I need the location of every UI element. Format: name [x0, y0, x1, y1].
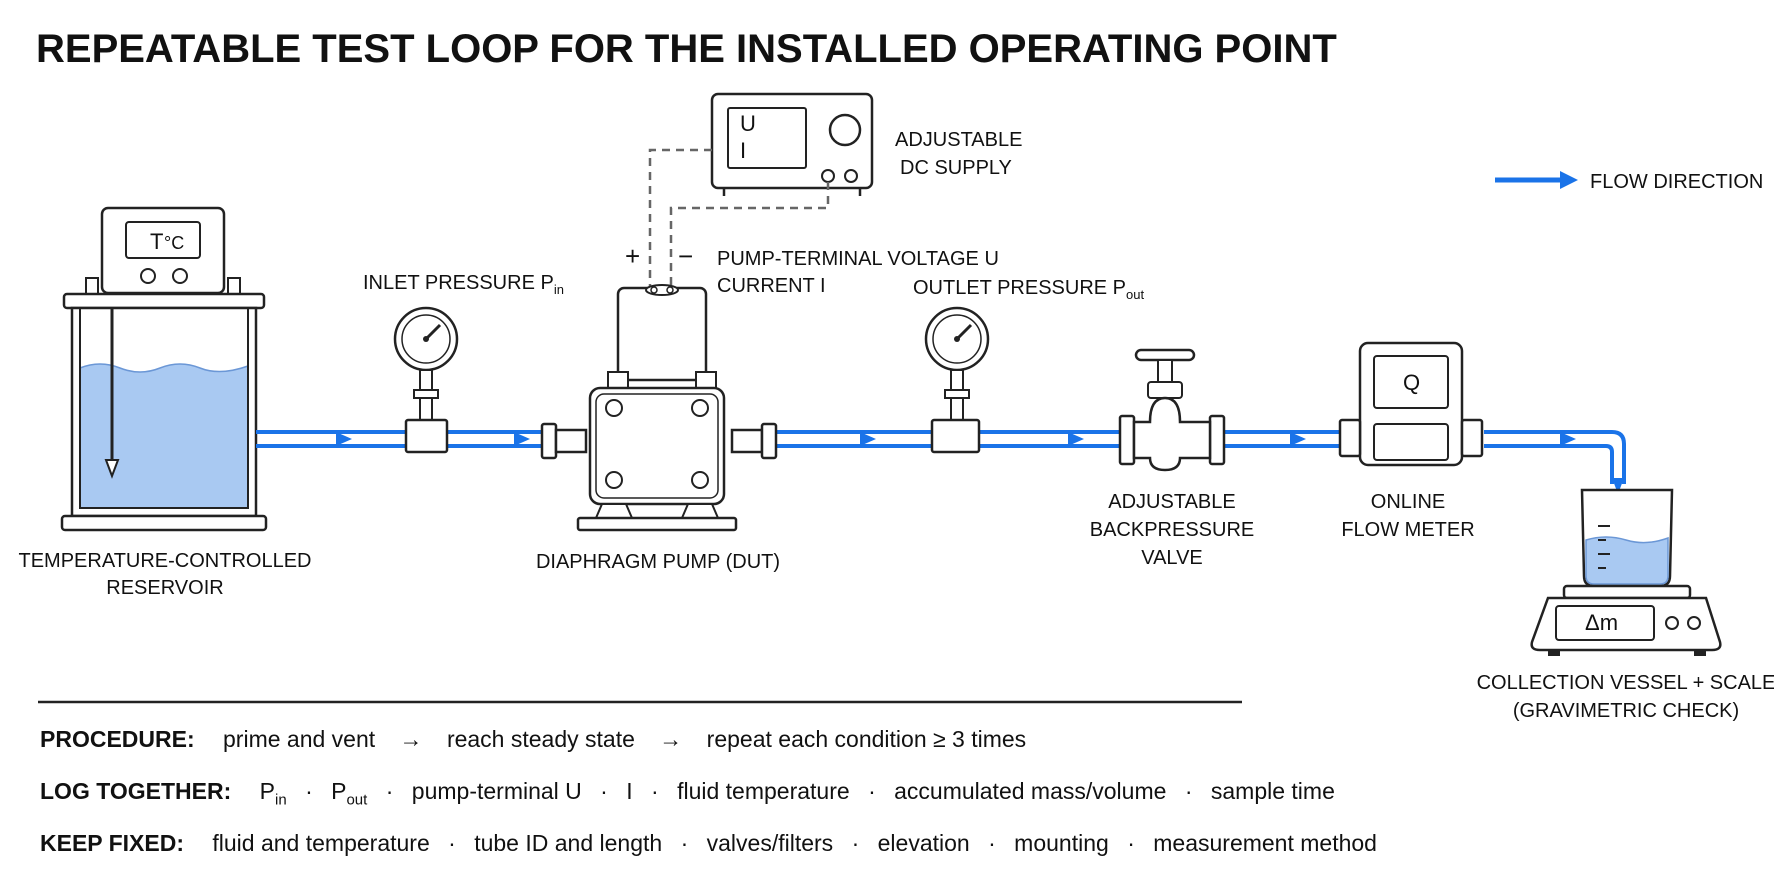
- online-flow-meter: Q ONLINE FLOW METER: [1338, 341, 1484, 541]
- pump-label: DIAPHRAGM PUMP (DUT): [536, 551, 780, 573]
- terminal-minus: −: [678, 241, 693, 271]
- log-item: accumulated mass/volume: [894, 778, 1167, 804]
- scale-label-line2: (GRAVIMETRIC CHECK): [1513, 700, 1739, 722]
- arrow-right-icon: →: [659, 726, 683, 752]
- reservoir-label-line1: TEMPERATURE-CONTROLLED: [19, 550, 312, 572]
- gauge-needle-icon: [424, 323, 442, 341]
- flow-direction-legend: FLOW DIRECTION: [1495, 171, 1763, 193]
- valve-label-line3: VALVE: [1141, 547, 1203, 569]
- supply-label-line2: DC SUPPLY: [900, 157, 1012, 179]
- terminals-label-line2: CURRENT I: [717, 275, 826, 297]
- fixed-item: tube ID and length: [474, 830, 663, 856]
- supply-display-i: I: [740, 138, 746, 163]
- gauge-needle-icon: [955, 323, 973, 341]
- knob-icon: [1687, 616, 1701, 630]
- separator: ·: [385, 778, 394, 804]
- fixed-item: fluid and temperature: [212, 830, 430, 856]
- inlet-pressure-gauge: INLET PRESSURE Pin: [363, 272, 564, 454]
- arrow-right-icon: [1560, 171, 1578, 189]
- terminal-post-icon: [844, 169, 858, 183]
- separator: ·: [651, 778, 659, 804]
- procedure-step: reach steady state: [446, 726, 635, 752]
- flow-arrow-icon: [514, 432, 530, 446]
- backpressure-valve: ADJUSTABLE BACKPRESSURE VALVE: [1090, 348, 1255, 569]
- supply-display-u: U: [740, 111, 756, 136]
- arrow-right-icon: →: [399, 726, 423, 752]
- knob-icon: [172, 268, 188, 284]
- separator: ·: [851, 830, 860, 856]
- separator: ·: [305, 778, 313, 804]
- flowmeter-label-line2: FLOW METER: [1341, 519, 1474, 541]
- reservoir-label-line2: RESERVOIR: [106, 577, 223, 599]
- flow-arrow-icon: [1560, 432, 1576, 446]
- terminal-post-icon: [821, 169, 835, 183]
- reservoir-display-unit: °C: [164, 233, 184, 253]
- collection-vessel-scale: Δm COLLECTION VESSEL + SCALE (GRAVIMETRI…: [1477, 488, 1774, 722]
- fixed-item: measurement method: [1153, 830, 1377, 856]
- legend-label: FLOW DIRECTION: [1590, 171, 1763, 193]
- log-together-heading: LOG TOGETHER:: [40, 778, 232, 804]
- knob-icon: [1665, 616, 1679, 630]
- log-item: pump-terminal U: [411, 778, 582, 804]
- outlet-gauge-label: OUTLET PRESSURE Pout: [913, 277, 1144, 302]
- keep-fixed-row: KEEP FIXED: fluid and temperature · tube…: [40, 830, 1381, 857]
- separator: ·: [868, 778, 876, 804]
- log-item: fluid temperature: [677, 778, 850, 804]
- procedure-heading: PROCEDURE:: [40, 726, 195, 752]
- flow-pipes: [256, 430, 1626, 484]
- flow-arrow-icon: [860, 432, 876, 446]
- temperature-controlled-reservoir: T °C TEMPERATURE-CONTROLLED RESERVOIR: [19, 206, 312, 599]
- separator: ·: [680, 830, 689, 856]
- terminals-label-line1: PUMP-TERMINAL VOLTAGE U: [717, 248, 999, 270]
- flowmeter-label-line1: ONLINE: [1371, 491, 1445, 513]
- supply-label-line1: ADJUSTABLE: [895, 129, 1022, 151]
- valve-label-line1: ADJUSTABLE: [1108, 491, 1235, 513]
- flow-arrow-icon: [336, 432, 352, 446]
- fixed-item: valves/filters: [706, 830, 834, 856]
- flow-arrows: [336, 432, 1624, 494]
- supply-wires: [648, 148, 830, 290]
- log-item-p-out: Pout: [331, 778, 368, 809]
- flow-arrow-icon: [1290, 432, 1306, 446]
- separator: ·: [988, 830, 996, 856]
- handwheel-icon: [1134, 348, 1196, 362]
- flow-arrow-icon: [1068, 432, 1084, 446]
- procedure-step: repeat each condition ≥ 3 times: [706, 726, 1027, 752]
- knob-icon: [140, 268, 156, 284]
- valve-label-line2: BACKPRESSURE: [1090, 519, 1255, 541]
- log-item: I: [626, 778, 633, 804]
- dial-icon: [828, 113, 862, 147]
- separator: ·: [1184, 778, 1193, 804]
- log-item-p-in: Pin: [259, 778, 287, 809]
- log-together-row: LOG TOGETHER: Pin · Pout · pump-terminal…: [40, 778, 1339, 809]
- separator: ·: [448, 830, 456, 856]
- fixed-item: mounting: [1014, 830, 1109, 856]
- scale-display: Δm: [1585, 610, 1618, 635]
- procedure-row: PROCEDURE: prime and vent → reach steady…: [40, 726, 1030, 753]
- terminal-plus: +: [625, 241, 640, 271]
- flowmeter-display: Q: [1403, 370, 1420, 395]
- scale-label-line1: COLLECTION VESSEL + SCALE: [1477, 672, 1774, 694]
- outlet-pressure-gauge: OUTLET PRESSURE Pout: [913, 277, 1144, 454]
- adjustable-dc-supply: U I ADJUSTABLE DC SUPPLY: [710, 92, 1022, 196]
- page-title: REPEATABLE TEST LOOP FOR THE INSTALLED O…: [36, 27, 1337, 71]
- inlet-gauge-label: INLET PRESSURE Pin: [363, 272, 564, 297]
- flow-arrow-icon: [1612, 478, 1624, 494]
- reservoir-display-t: T: [150, 229, 163, 254]
- log-item: sample time: [1210, 778, 1335, 804]
- separator: ·: [1127, 830, 1135, 856]
- fixed-item: elevation: [877, 830, 970, 856]
- diaphragm-pump: + − PUMP-TERMINAL VOLTAGE U CURRENT I DI…: [536, 241, 999, 573]
- separator: ·: [600, 778, 608, 804]
- keep-fixed-heading: KEEP FIXED:: [40, 830, 184, 856]
- procedure-step: prime and vent: [223, 726, 376, 752]
